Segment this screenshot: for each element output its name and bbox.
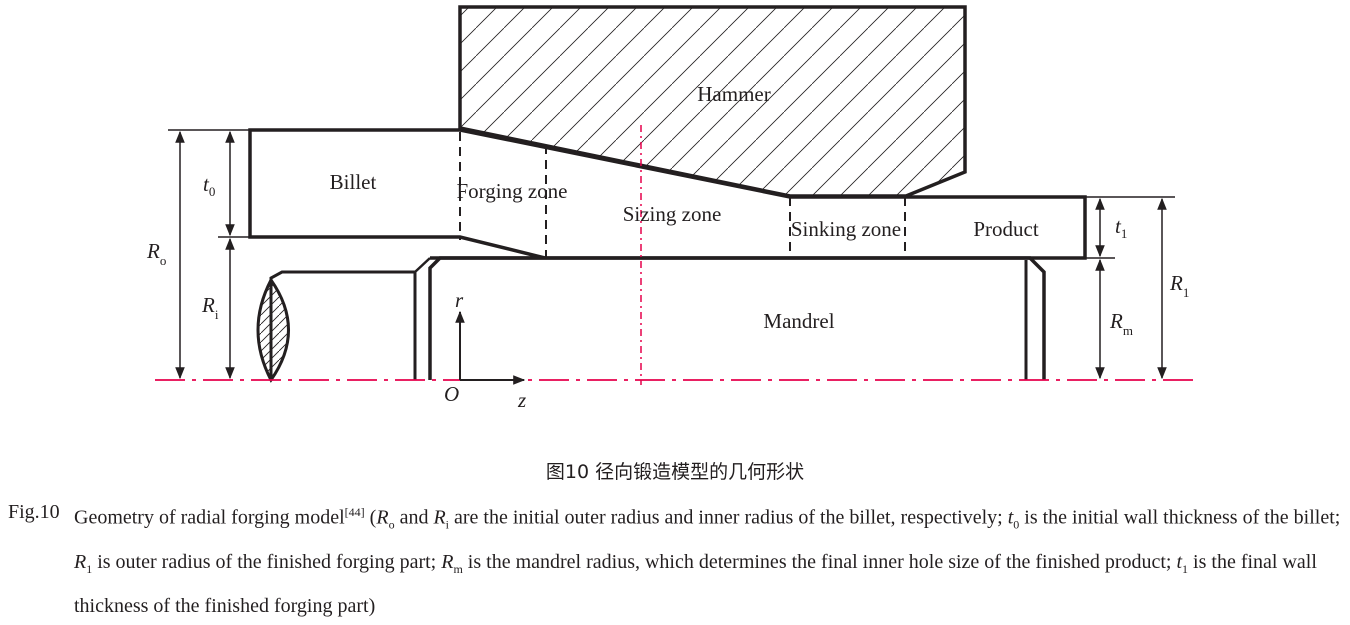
radial-forging-diagram: Hammer Billet Forging zone Sizing zone S… — [146, 5, 1200, 412]
mandrel-label: Mandrel — [763, 309, 834, 333]
symbol-t1: t1 — [1115, 214, 1127, 241]
symbol-O: O — [444, 382, 459, 406]
mandrel-body — [428, 256, 1046, 380]
symbol-Rm: Rm — [1109, 309, 1133, 338]
product-label: Product — [973, 217, 1038, 241]
symbol-Ro: Ro — [146, 239, 166, 268]
symbol-R1: R1 — [1169, 271, 1189, 300]
mandrel-lens — [256, 277, 290, 383]
mandrel-bar — [269, 270, 415, 380]
symbol-Ri: Ri — [201, 293, 219, 322]
caption-english: Fig.10 Geometry of radial forging model[… — [8, 494, 1344, 625]
caption-figure-label: Fig.10 — [8, 501, 60, 523]
caption-body: Geometry of radial forging model[44] (Ro… — [74, 505, 1341, 617]
caption-chinese: 图10 径向锻造模型的几何形状 — [545, 461, 805, 483]
hammer-label: Hammer — [697, 82, 770, 106]
symbol-r: r — [455, 288, 464, 312]
billet-label: Billet — [330, 170, 377, 194]
sizing-zone-label: Sizing zone — [623, 202, 722, 226]
symbol-z: z — [517, 388, 526, 412]
sinking-zone-label: Sinking zone — [791, 217, 901, 241]
symbol-t0: t0 — [203, 172, 215, 199]
forging-zone-label: Forging zone — [456, 179, 567, 203]
mandrel-joint — [414, 257, 431, 273]
